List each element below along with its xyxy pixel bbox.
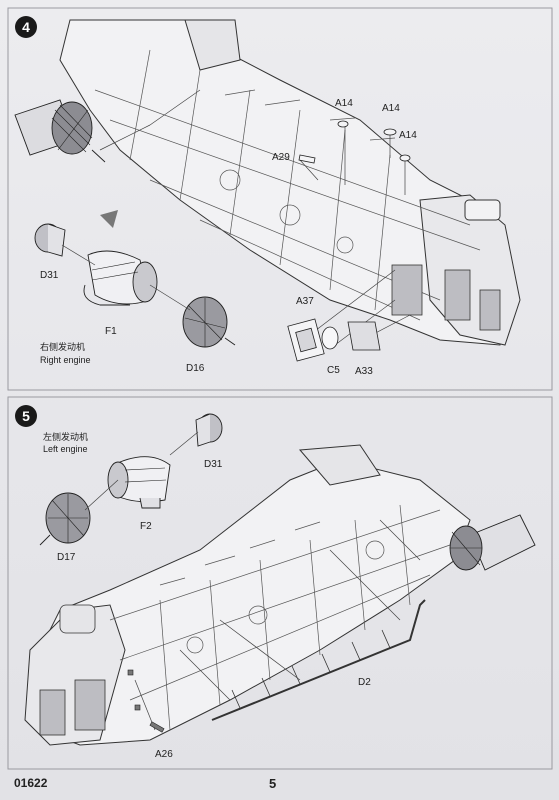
- step4-direction-arrow: [100, 210, 118, 228]
- step5-part-d31: [195, 413, 223, 447]
- part-label-d2: D2: [358, 677, 371, 688]
- part-label-a29: A29: [272, 152, 290, 163]
- step4-guide-lines: [61, 89, 411, 346]
- page-number: 5: [269, 776, 277, 791]
- step-5-badge: 5: [15, 405, 37, 427]
- step4-right-engine: [14, 99, 106, 163]
- step5-part-a26-pins: [127, 669, 165, 733]
- part-label-c5: C5: [327, 365, 340, 376]
- part-label-a26: A26: [155, 749, 173, 760]
- step-4-badge: 4: [15, 16, 37, 38]
- step4-caption-cn: 右侧发动机: [40, 342, 86, 352]
- product-code: 01622: [14, 776, 48, 790]
- step5-part-d2-rail: [211, 599, 426, 721]
- step4-part-d31: [34, 223, 66, 257]
- step4-part-d16: [182, 296, 236, 348]
- step4-part-f1: [83, 250, 158, 306]
- step5-rail-pins: [231, 629, 391, 709]
- part-label-d16: D16: [186, 363, 205, 374]
- part-label-d31: D31: [40, 270, 59, 281]
- part-label-a14: A14: [382, 103, 400, 114]
- part-label-a33: A33: [355, 366, 373, 377]
- part-label-a14: A14: [335, 98, 353, 109]
- step4-caption-en: Right engine: [40, 355, 91, 365]
- step5-part-f2: [107, 456, 171, 509]
- step5-panel-lines: [109, 504, 451, 731]
- part-label-d31: D31: [204, 459, 223, 470]
- part-label-f2: F2: [140, 521, 152, 532]
- step5-part-d17: [39, 492, 91, 546]
- step4-cockpit-details: [391, 264, 501, 331]
- step5-installed-engine: [449, 514, 536, 571]
- step4-panel-lines: [94, 49, 481, 321]
- step4-small-parts: [287, 120, 411, 362]
- step4-panel-frame: [7, 7, 553, 391]
- step5-panel-frame: [7, 396, 553, 770]
- part-label-d17: D17: [57, 552, 76, 563]
- step5-caption-en: Left engine: [43, 444, 88, 454]
- part-label-f1: F1: [105, 326, 117, 337]
- step5-cockpit-details: [39, 604, 106, 736]
- step5-caption-cn: 左侧发动机: [43, 432, 89, 442]
- part-label-a37: A37: [296, 296, 314, 307]
- step5-guide-lines: [84, 431, 421, 731]
- part-label-a14: A14: [399, 130, 417, 141]
